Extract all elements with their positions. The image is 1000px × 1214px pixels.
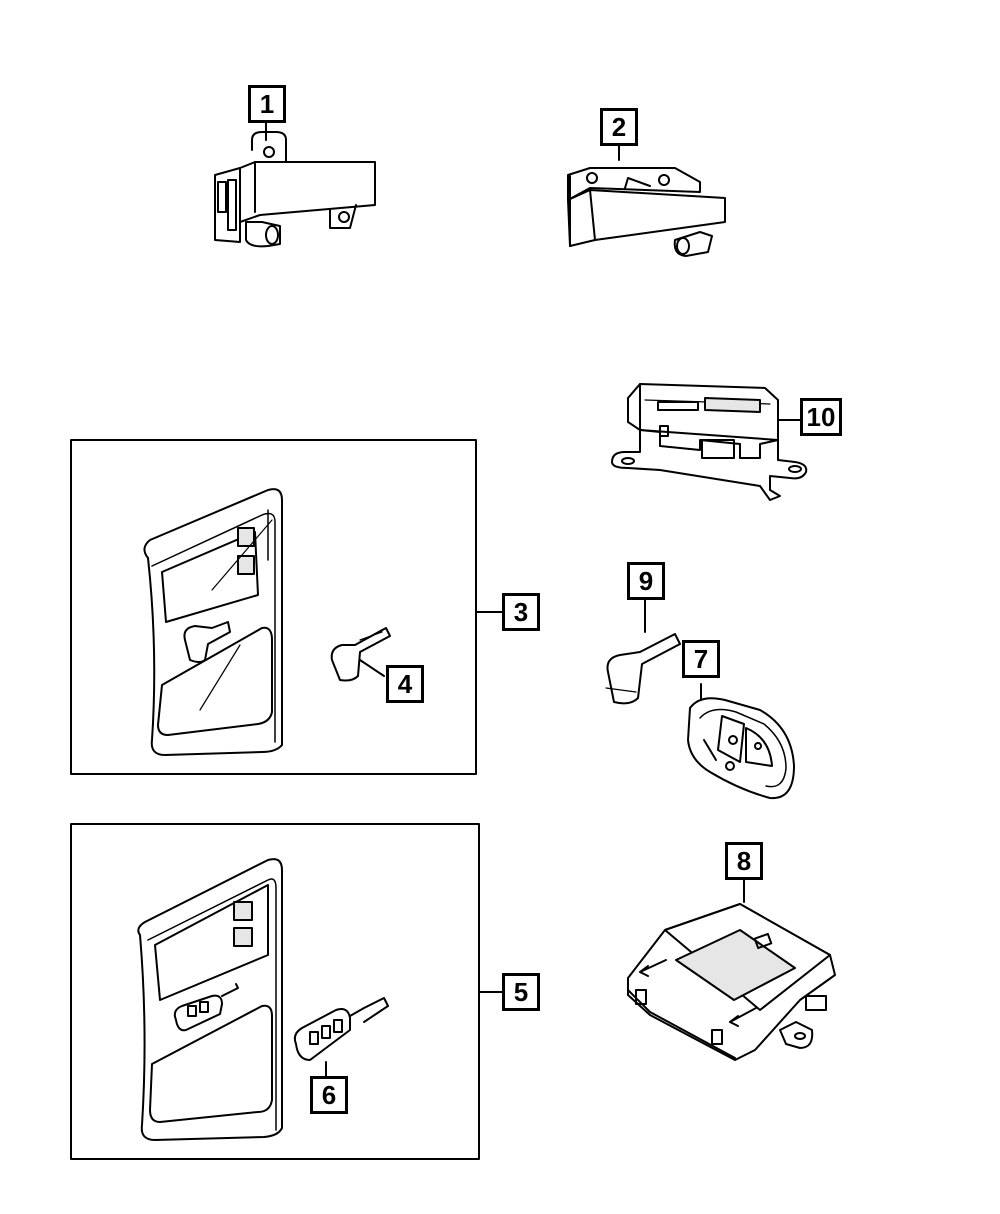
callout-10-label: 10	[806, 401, 836, 432]
callout-7: 7	[682, 640, 720, 678]
emergency-key-icon	[605, 599, 681, 705]
callout-5: 5	[502, 973, 540, 1011]
control-module-icon	[627, 879, 836, 1061]
callout-8: 8	[725, 842, 763, 880]
kit-3-frame	[70, 439, 477, 775]
callout-3: 3	[502, 593, 540, 631]
callout-2: 2	[600, 108, 638, 146]
module-bracket-icon	[214, 119, 376, 248]
module-bracket-icon	[567, 145, 726, 257]
callout-9: 9	[627, 562, 665, 600]
callout-10: 10	[800, 398, 842, 436]
key-kit-card-icon	[137, 858, 283, 1141]
callout-1: 1	[248, 85, 286, 123]
receiver-module-icon	[611, 383, 808, 501]
callout-4: 4	[386, 665, 424, 703]
flip-key-fob-icon	[293, 997, 389, 1077]
callout-6: 6	[310, 1076, 348, 1114]
key-kit-card-icon	[143, 488, 283, 756]
smart-key-fob-icon	[687, 683, 795, 800]
emergency-key-icon	[330, 627, 391, 682]
